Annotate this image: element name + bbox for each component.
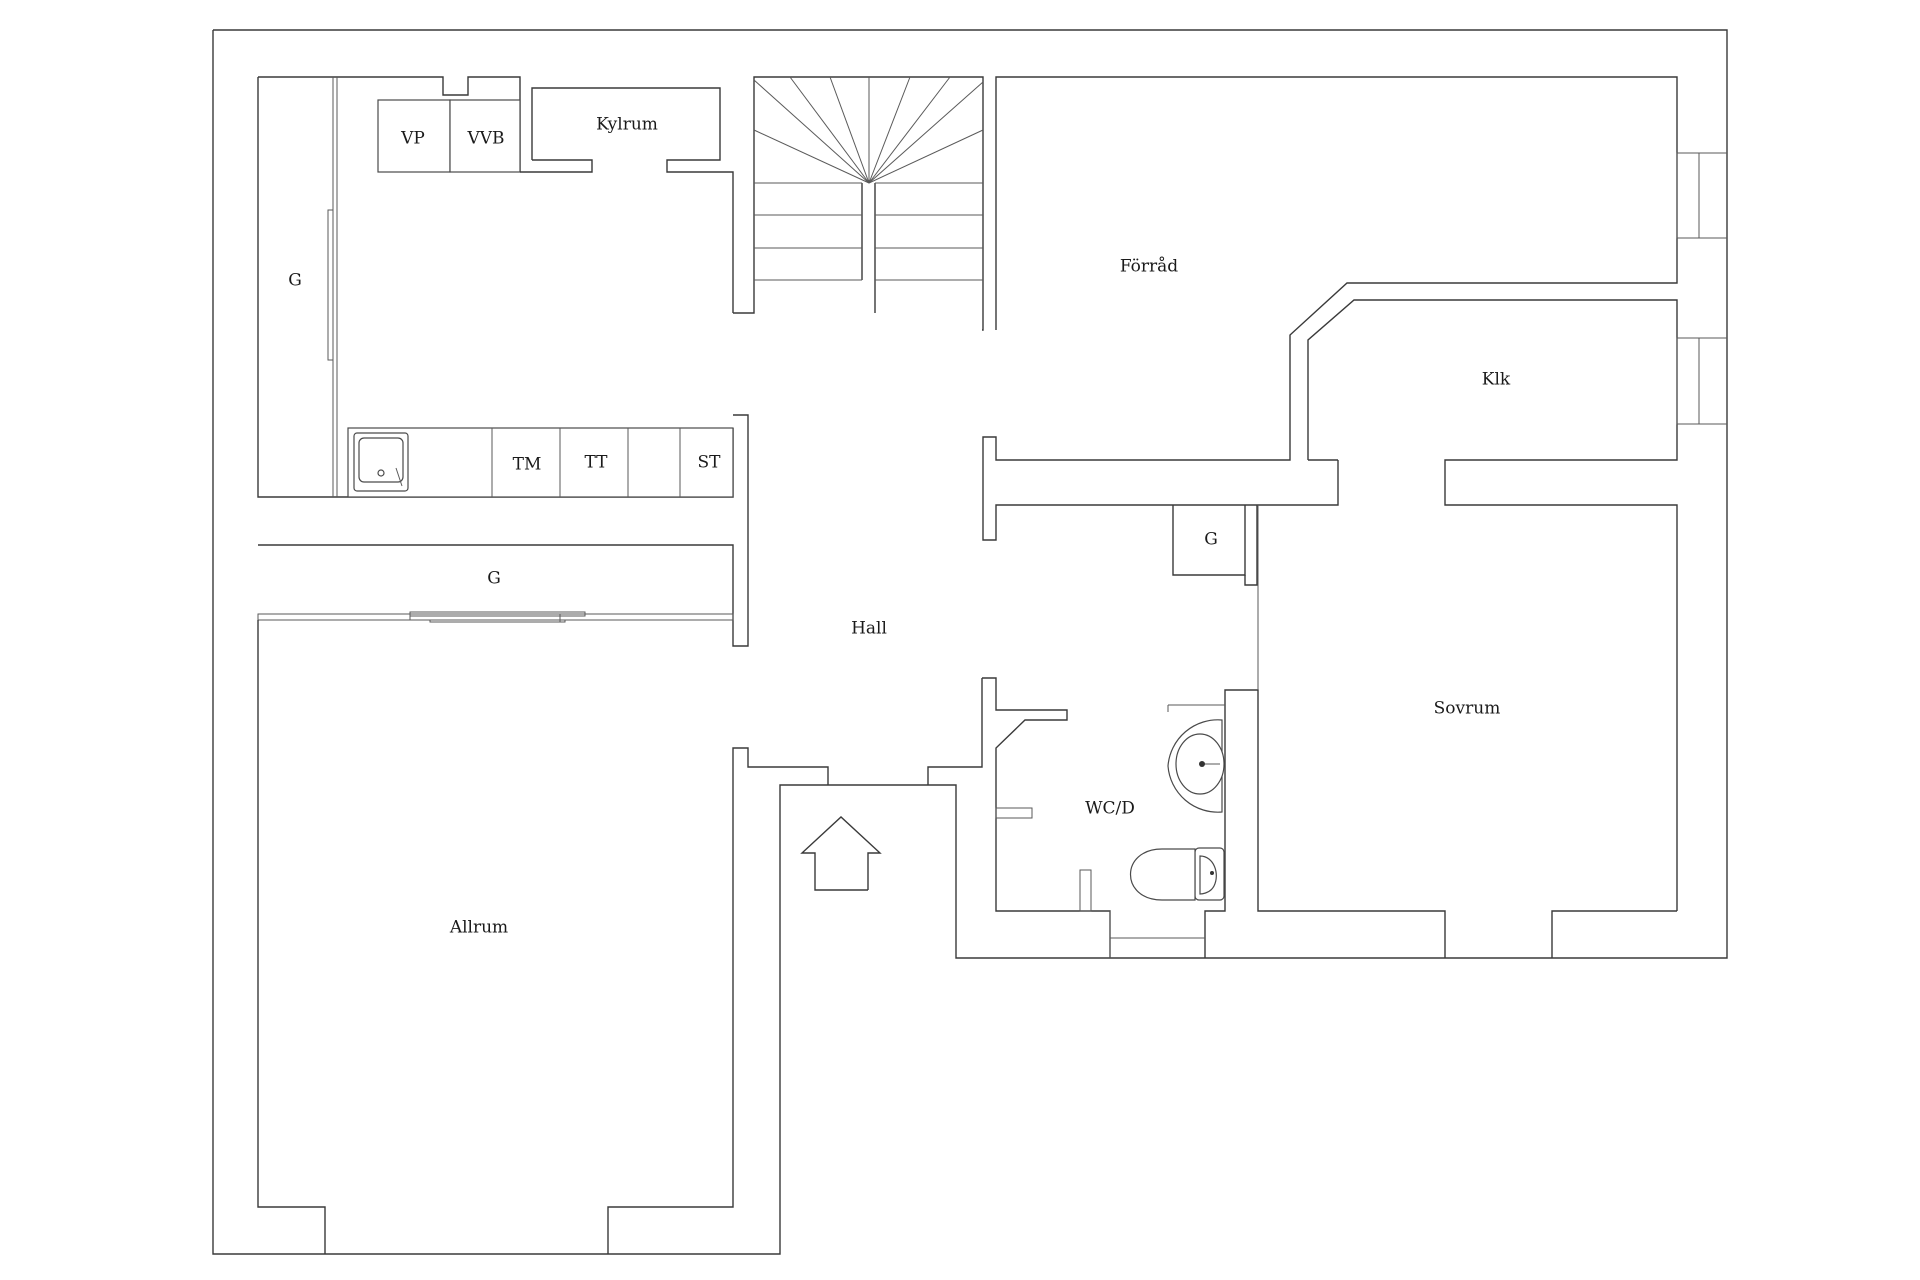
label-tt: TT xyxy=(585,453,609,473)
label-vp: VP xyxy=(400,129,425,149)
allrum-room xyxy=(257,620,829,1254)
window-klk xyxy=(1676,337,1700,425)
g-corridor-closet xyxy=(1172,505,1258,586)
wc-d-room xyxy=(982,677,1677,958)
label-st: ST xyxy=(698,453,722,473)
label-hall: Hall xyxy=(851,619,887,639)
kylrum-room xyxy=(531,87,734,313)
forrad-room xyxy=(982,76,1727,541)
vp-unit xyxy=(377,99,451,173)
label-klk: Klk xyxy=(1482,370,1511,390)
vvb-unit xyxy=(449,99,521,173)
label-g-kitchen: G xyxy=(288,271,302,291)
label-tm: TM xyxy=(513,455,542,475)
kitchen-counter xyxy=(347,427,734,498)
klk-room xyxy=(1307,299,1727,911)
outer-walls xyxy=(212,29,1728,1255)
label-vvb: VVB xyxy=(466,129,504,149)
hall-entrance xyxy=(800,678,983,891)
label-allrum: Allrum xyxy=(449,918,508,938)
label-kylrum: Kylrum xyxy=(596,115,658,135)
kitchen-sink-icon xyxy=(353,432,409,492)
toilet-icon xyxy=(1129,847,1225,901)
label-sovrum: Sovrum xyxy=(1434,699,1501,719)
kitchen-room xyxy=(257,76,734,498)
g-hall-closet xyxy=(257,414,749,647)
label-g-corridor: G xyxy=(1204,530,1218,550)
label-forrad: Förråd xyxy=(1120,257,1178,277)
label-g-hall: G xyxy=(487,569,501,589)
staircase-icon xyxy=(733,76,984,331)
washbasin-icon xyxy=(1167,719,1225,813)
window-forrad xyxy=(1676,152,1700,239)
entrance-arrow-icon xyxy=(800,816,882,891)
label-wc-d: WC/D xyxy=(1085,799,1135,819)
